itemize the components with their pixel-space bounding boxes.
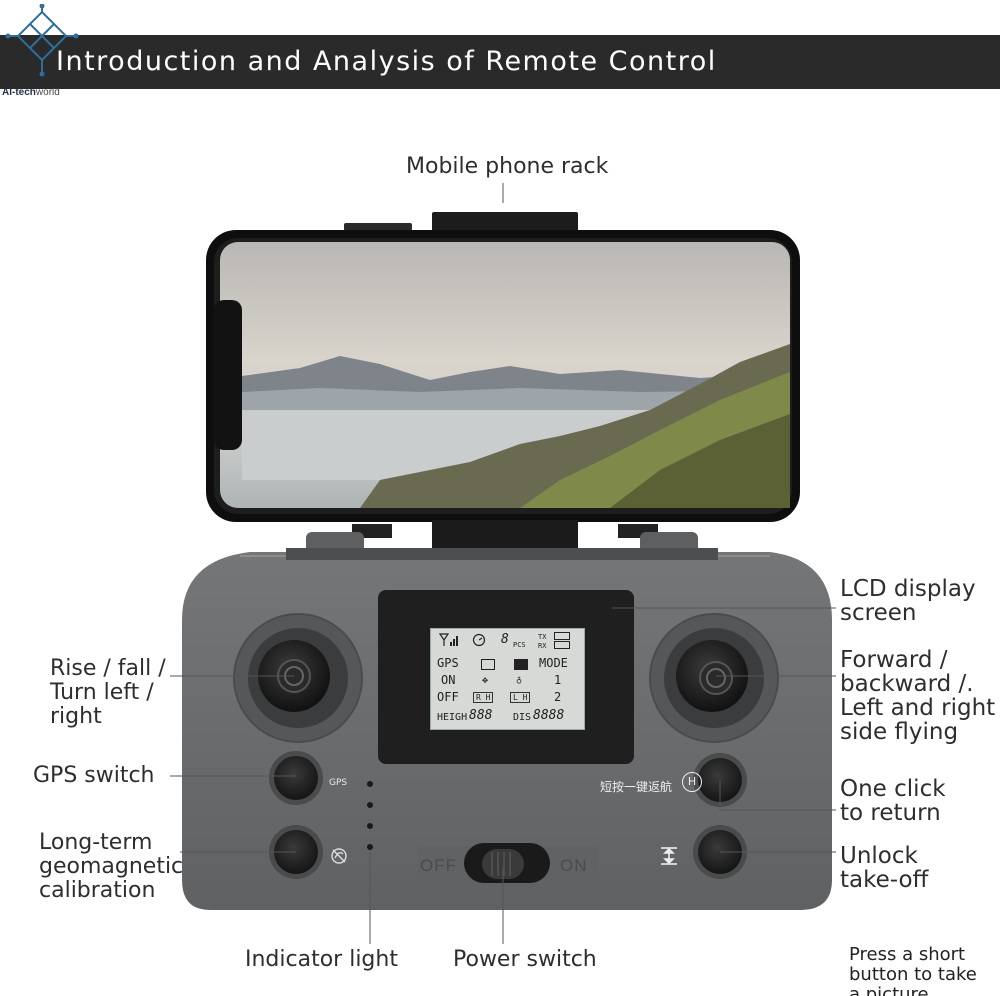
switch-off-label: OFF (420, 856, 457, 875)
tx-battery-icon (554, 632, 570, 640)
smartphone (206, 230, 800, 522)
video-icon (514, 659, 528, 670)
home-icon: H (682, 772, 702, 792)
logo-text: AI-techworld (2, 87, 60, 98)
lcd-satellites: 8 (501, 632, 509, 647)
gauge-icon (472, 633, 486, 647)
lcd-on: ON (441, 673, 456, 687)
right-joystick (649, 613, 779, 743)
phone-rack-top-clamp (432, 212, 578, 234)
lcd-pcs: PCS (513, 641, 526, 649)
return-home-print-label: 短按一键返航 (600, 780, 673, 794)
location-pin-icon: ♁ (516, 675, 523, 686)
lcd-distance-value: 8888 (533, 708, 565, 723)
lcd-mode-2: 2 (554, 690, 562, 704)
signal-icon (439, 633, 458, 646)
lcd-height-label: HEIGH (437, 712, 468, 723)
callout-indicator-light: Indicator light (245, 947, 398, 972)
unlock-arrows-icon (661, 847, 677, 865)
callout-power-switch: Power switch (453, 947, 597, 972)
compass-calibration-icon (331, 848, 347, 864)
circuit-logo-icon (5, 4, 79, 77)
callout-phone-rack: Mobile phone rack (406, 154, 609, 179)
page-title: Introduction and Analysis of Remote Cont… (56, 46, 717, 77)
camera-icon (481, 659, 495, 670)
lcd-off: OFF (437, 690, 459, 704)
header-bar (0, 35, 1000, 89)
rx-battery-icon (554, 641, 570, 649)
lcd-tx: TX (538, 633, 547, 641)
lcd-display: 8 PCS TX RX GPS MODE ON ✥ ♁ 1 OFF R H L … (430, 628, 585, 730)
left-joystick (233, 613, 363, 743)
switch-on-label: ON (560, 856, 588, 875)
gps-print-label: GPS (329, 778, 348, 788)
lcd-left-hand: L H (510, 692, 531, 703)
gps-button (274, 756, 318, 800)
lcd-height-value: 888 (469, 708, 493, 723)
lcd-right-hand: R H (473, 692, 494, 703)
callout-gps-switch: GPS switch (33, 763, 155, 788)
drone-icon: ✥ (482, 675, 489, 686)
callout-rise-fall: Rise / fall /Turn left /right (50, 656, 166, 729)
lcd-distance-label: DIS (513, 712, 532, 723)
lcd-rx: RX (538, 642, 547, 650)
lcd-gps: GPS (437, 656, 459, 670)
lcd-mode: MODE (539, 656, 568, 670)
phone-side-button (344, 223, 412, 231)
lcd-mode-1: 1 (554, 673, 562, 687)
indicator-lights (367, 781, 373, 850)
